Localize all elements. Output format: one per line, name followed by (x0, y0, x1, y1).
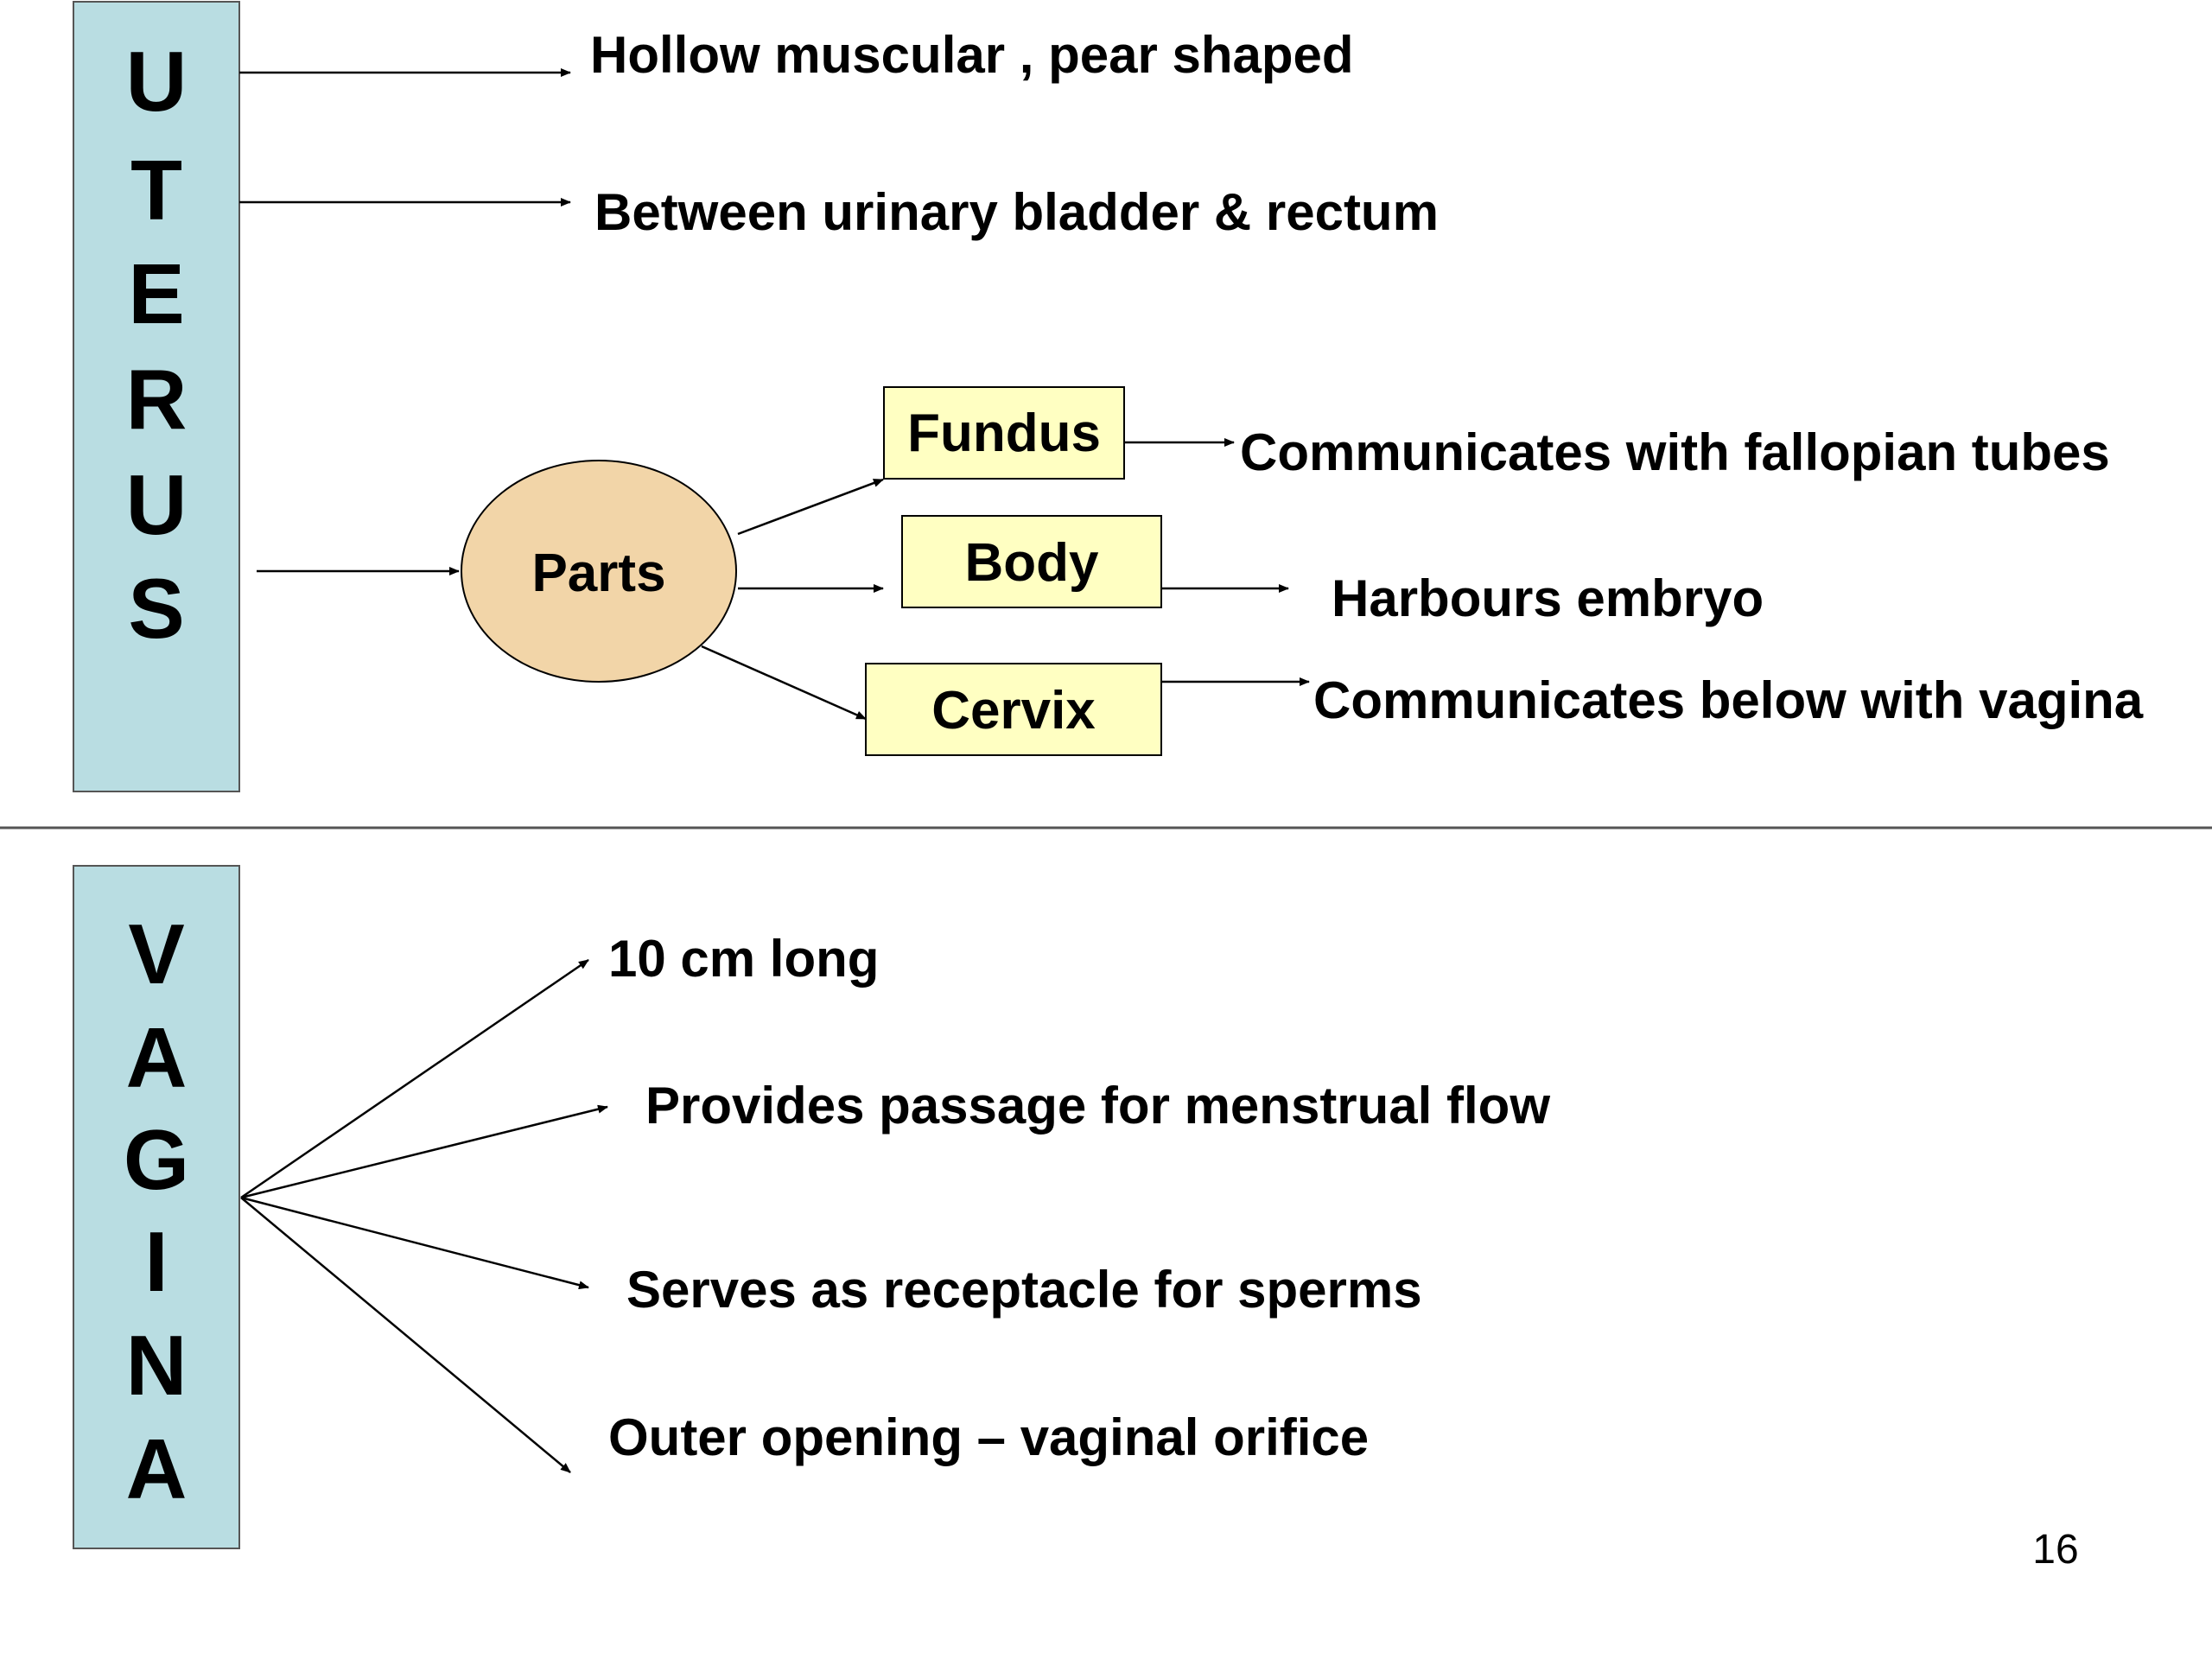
uterus-side-box (73, 1, 240, 792)
vagina-fact-1: 10 cm long (608, 930, 879, 988)
vagina-fact-4-arrow (240, 1197, 571, 1473)
vagina-letter-2: A (126, 1010, 188, 1105)
cervix-box (865, 663, 1162, 756)
uterus-letter-5: U (126, 457, 188, 552)
body-description: Harbours embryo (1332, 569, 1764, 627)
uterus-letter-3: E (128, 246, 184, 341)
vagina-letter-1: V (128, 906, 184, 1001)
fundus-box (883, 386, 1125, 480)
fundus-label: Fundus (907, 404, 1101, 463)
uterus-letter-6: S (128, 561, 184, 656)
uterus-fact-2: Between urinary bladder & rectum (594, 183, 1439, 241)
page-number: 16 (2032, 1527, 2078, 1573)
vagina-side-box (73, 865, 240, 1549)
vagina-fact-1-arrow (240, 958, 589, 1199)
body-label: Body (965, 533, 1100, 593)
parts-label: Parts (531, 543, 665, 603)
body-box (901, 515, 1162, 608)
vagina-letter-6: A (126, 1421, 188, 1516)
parts-ellipse (461, 460, 737, 683)
cervix-description: Communicates below with vagina (1313, 671, 2144, 729)
vagina-fact-3: Serves as receptacle for sperms (626, 1261, 1422, 1319)
fundus-description: Communicates with fallopian tubes (1240, 423, 2110, 481)
cervix-label: Cervix (931, 681, 1096, 741)
vagina-letter-4: I (144, 1214, 168, 1309)
vagina-fact-4: Outer opening – vaginal orifice (608, 1408, 1369, 1466)
uterus-section: U T E R U S Hollow muscular , pear shape… (73, 1, 2144, 792)
vagina-letter-5: N (126, 1318, 188, 1413)
uterus-side-label: U T E R U S (126, 34, 188, 656)
vagina-side-label: V A G I N A (124, 906, 189, 1516)
vagina-fact-2-arrow (240, 1104, 608, 1199)
uterus-letter-1: U (126, 34, 188, 129)
vagina-letter-3: G (124, 1112, 189, 1207)
uterus-letter-4: R (126, 352, 188, 447)
uterus-letter-2: T (130, 143, 182, 238)
parts-to-fundus-arrow (737, 478, 884, 536)
vagina-section: V A G I N A 10 cm long Provides passage … (73, 865, 1550, 1549)
vagina-fact-3-arrow (240, 1196, 589, 1290)
parts-to-cervix-arrow (701, 645, 867, 721)
uterus-fact-1: Hollow muscular , pear shaped (590, 26, 1354, 84)
vagina-fact-2: Provides passage for menstrual flow (645, 1077, 1550, 1135)
